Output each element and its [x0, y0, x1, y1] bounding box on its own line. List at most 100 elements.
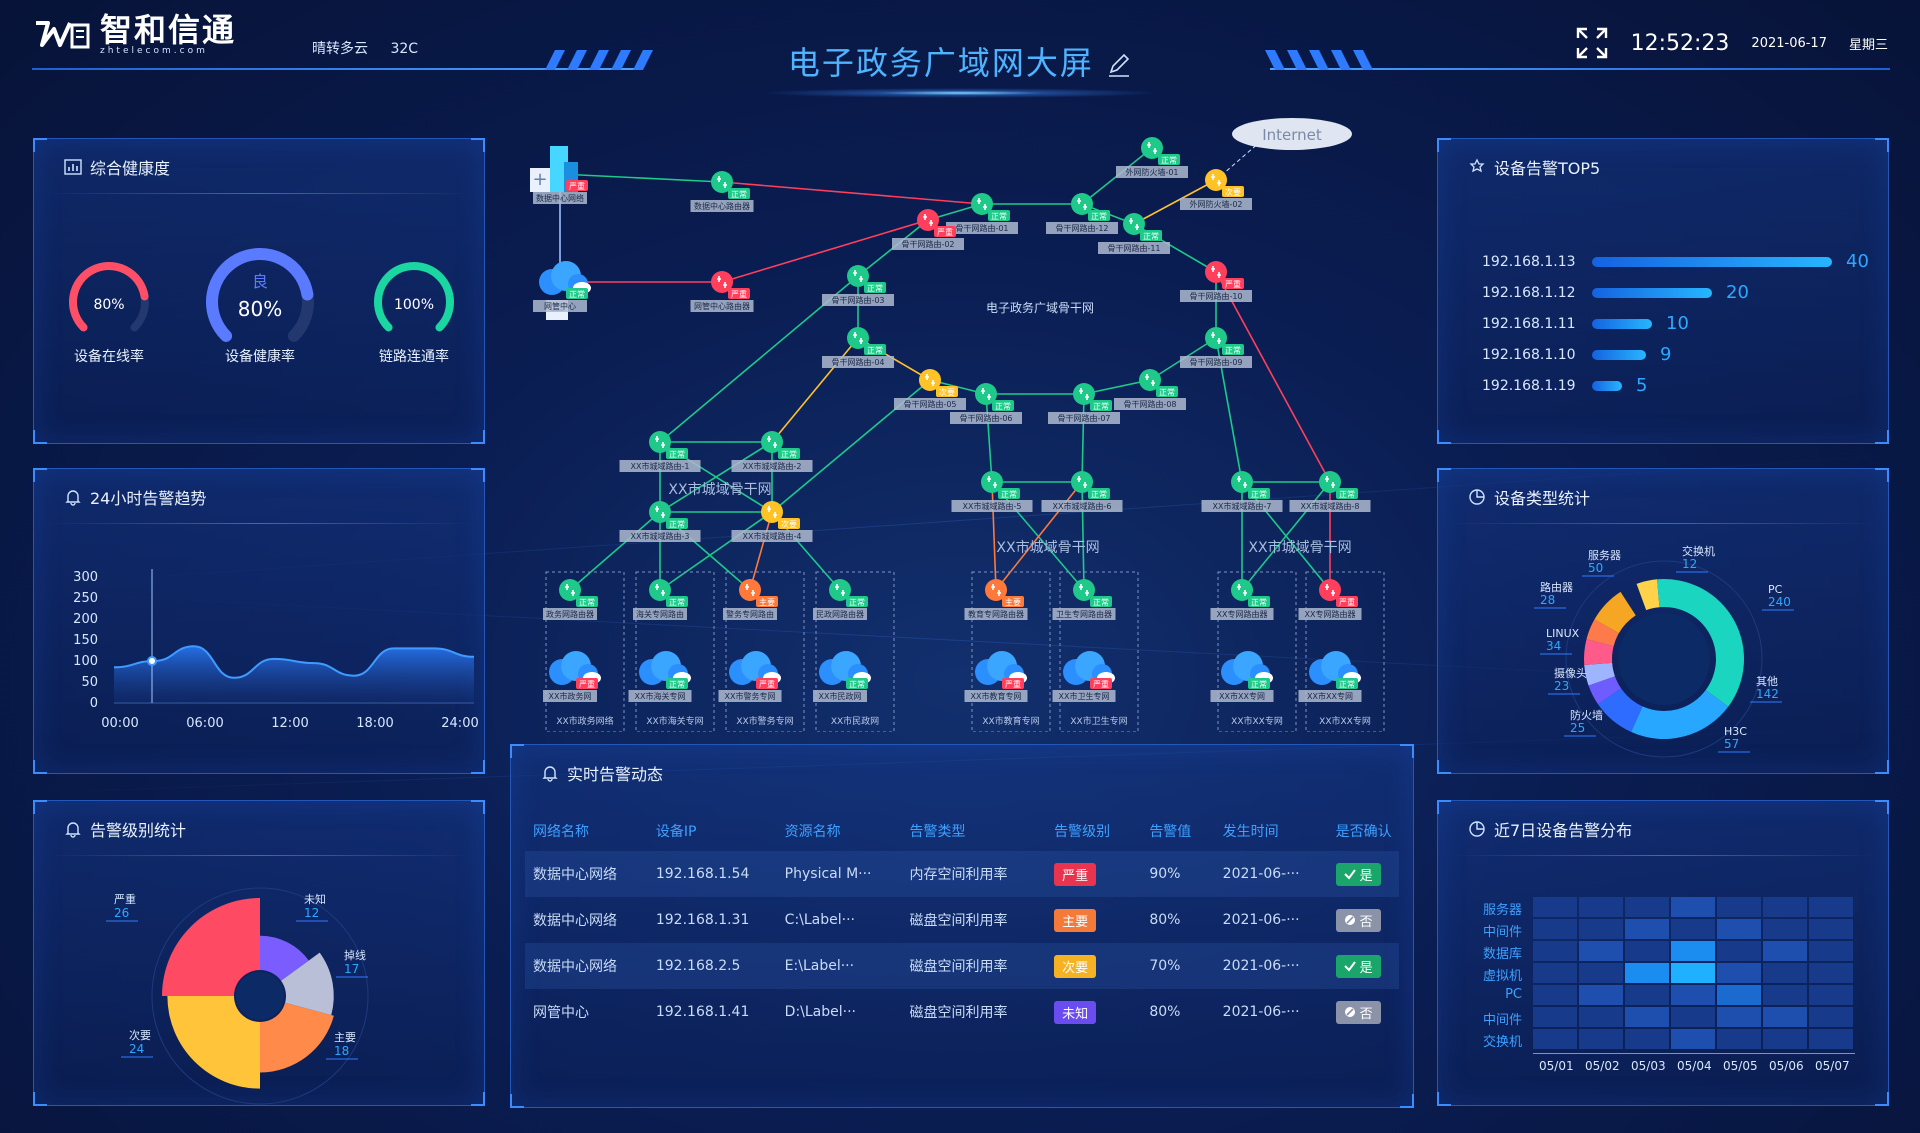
rose-slice[interactable]: [260, 1002, 334, 1073]
confirm-button[interactable]: 是: [1335, 954, 1381, 978]
heatmap-cell[interactable]: [1809, 1029, 1853, 1049]
heatmap-cell[interactable]: [1671, 941, 1715, 961]
heatmap-cell[interactable]: [1763, 1029, 1807, 1049]
donut-slice[interactable]: [1584, 639, 1614, 666]
heatmap-cell[interactable]: [1533, 919, 1577, 939]
heatmap-cell[interactable]: [1717, 963, 1761, 983]
heatmap-cell[interactable]: [1625, 897, 1669, 917]
col-net[interactable]: 网络名称: [533, 824, 589, 840]
heatmap-cell[interactable]: [1579, 897, 1623, 917]
heatmap-cell[interactable]: [1717, 1029, 1761, 1049]
heatmap-cell[interactable]: [1671, 1007, 1715, 1027]
heatmap-cell[interactable]: [1533, 963, 1577, 983]
heatmap-cell[interactable]: [1579, 963, 1623, 983]
heatmap-cell[interactable]: [1579, 919, 1623, 939]
heatmap-cell[interactable]: [1763, 963, 1807, 983]
heatmap-cell[interactable]: [1579, 1007, 1623, 1027]
heatmap-cell[interactable]: [1625, 941, 1669, 961]
heatmap-cell[interactable]: [1625, 985, 1669, 1005]
internet-cloud[interactable]: [1232, 118, 1352, 150]
heatmap-cell[interactable]: [1533, 985, 1577, 1005]
heatmap-cell[interactable]: [1625, 1007, 1669, 1027]
donut-slice[interactable]: [1598, 688, 1643, 732]
heatmap-cell[interactable]: [1671, 963, 1715, 983]
col-level[interactable]: 告警级别: [1054, 824, 1111, 840]
heatmap-cell[interactable]: [1717, 897, 1761, 917]
col-time[interactable]: 发生时间: [1222, 824, 1279, 840]
heatmap-cell[interactable]: [1763, 1007, 1807, 1027]
donut-slice[interactable]: [1636, 579, 1660, 611]
heatmap-cell[interactable]: [1671, 919, 1715, 939]
heatmap-cell[interactable]: [1809, 919, 1853, 939]
heatmap-cell[interactable]: [1625, 1029, 1669, 1049]
col-value[interactable]: 告警值: [1149, 824, 1192, 840]
col-confirm[interactable]: 是否确认: [1335, 824, 1392, 840]
donut-slice[interactable]: [1631, 689, 1729, 739]
heatmap-cell[interactable]: [1717, 1007, 1761, 1027]
heatmap-cell[interactable]: [1763, 919, 1807, 939]
col-resource[interactable]: 资源名称: [784, 824, 841, 840]
heatmap-cell[interactable]: [1625, 919, 1669, 939]
donut-slice[interactable]: [1588, 676, 1622, 705]
heatmap-cell[interactable]: [1763, 897, 1807, 917]
confirm-button[interactable]: 是: [1335, 862, 1381, 886]
heatmap-cell[interactable]: [1579, 1029, 1623, 1049]
col-ip[interactable]: 设备IP: [655, 824, 697, 840]
heatmap-cell[interactable]: [1579, 941, 1623, 961]
col-type[interactable]: 告警类型: [909, 824, 966, 840]
heatmap-cell[interactable]: [1809, 985, 1853, 1005]
heatmap-cell[interactable]: [1809, 963, 1853, 983]
heatmap-cell[interactable]: [1533, 941, 1577, 961]
heatmap-cell[interactable]: [1717, 919, 1761, 939]
heatmap-cell[interactable]: [1763, 941, 1807, 961]
heatmap-cell[interactable]: [1809, 941, 1853, 961]
heatmap-cell[interactable]: [1809, 1007, 1853, 1027]
heatmap-cell[interactable]: [1763, 985, 1807, 1005]
confirm-button[interactable]: 否: [1335, 1000, 1381, 1024]
hover-point[interactable]: [147, 656, 157, 666]
heatmap-cell[interactable]: [1625, 963, 1669, 983]
heatmap-cell[interactable]: [1717, 985, 1761, 1005]
donut-slice[interactable]: [1657, 579, 1744, 707]
rose-slice[interactable]: [281, 952, 334, 1016]
heatmap-cell[interactable]: [1671, 1029, 1715, 1049]
heatmap-cell[interactable]: [1717, 941, 1761, 961]
heatmap-cell[interactable]: [1533, 1029, 1577, 1049]
